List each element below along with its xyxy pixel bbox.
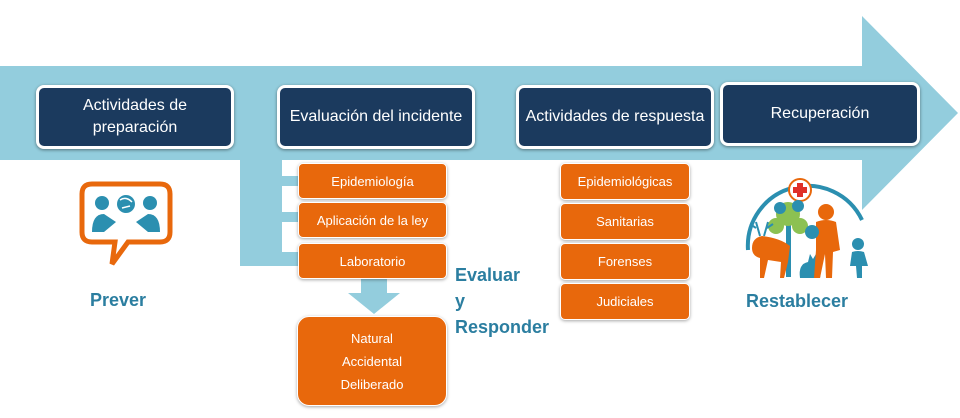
down-arrow xyxy=(348,278,400,314)
evaluation-item-laboratory: Laboratorio xyxy=(298,243,447,279)
origin-natural: Natural xyxy=(351,330,393,346)
label-evaluar: Evaluar xyxy=(455,265,521,285)
label-y: y xyxy=(455,291,466,311)
label-restablecer: Restablecer xyxy=(746,291,849,311)
origin-deliberate: Deliberado xyxy=(340,376,404,392)
phase-preparation: Actividades de preparación xyxy=(36,85,234,149)
response-item-epidemiological: Epidemiológicas xyxy=(560,163,690,200)
origin-accidental: Accidental xyxy=(342,353,402,369)
origin-box: Natural Accidental Deliberado xyxy=(297,316,447,406)
meeting-icon xyxy=(79,181,173,266)
label-prever: Prever xyxy=(90,290,147,310)
evaluation-connector xyxy=(240,160,300,266)
evaluation-item-epidemiology: Epidemiología xyxy=(298,163,447,199)
response-item-forensic: Forenses xyxy=(560,243,690,280)
label-responder: Responder xyxy=(455,317,550,337)
label-evaluar-responder: Evaluar y Responder xyxy=(455,262,549,340)
phase-evaluation: Evaluación del incidente xyxy=(277,85,475,149)
response-item-judicial: Judiciales xyxy=(560,283,690,320)
response-item-sanitary: Sanitarias xyxy=(560,203,690,240)
phase-response: Actividades de respuesta xyxy=(516,85,714,149)
phase-recovery: Recuperación xyxy=(720,82,920,146)
evaluation-item-law-enforcement: Aplicación de la ley xyxy=(298,202,447,238)
timeline-arrow xyxy=(0,16,958,210)
recovery-icon xyxy=(745,178,868,278)
